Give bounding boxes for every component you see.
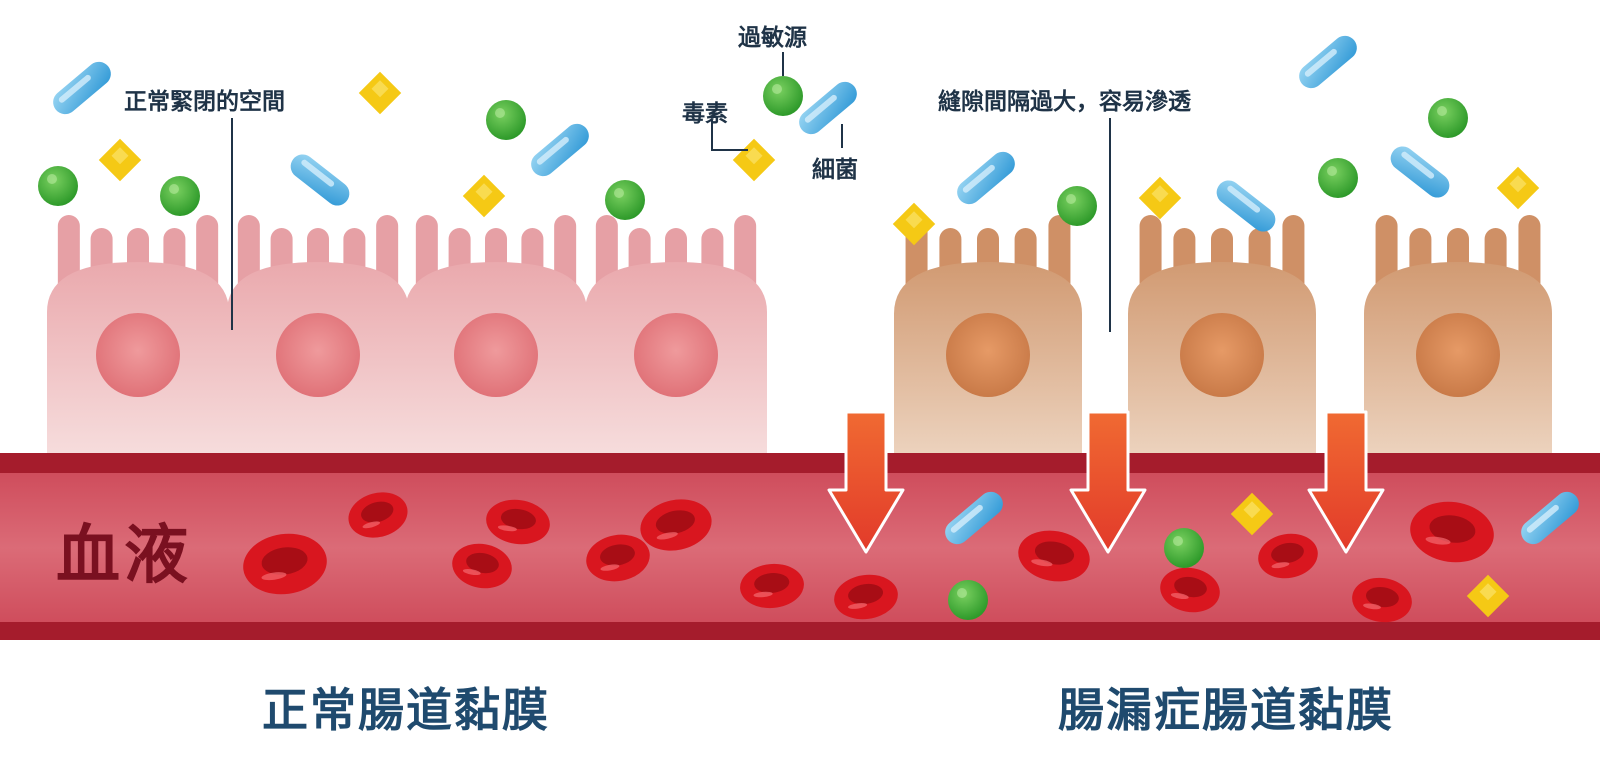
leaky-cell [1128,215,1316,453]
leaky-gap-label: 縫隙間隔過大，容易滲透 [938,89,1191,115]
allergen-label: 過敏源 [738,25,807,51]
cell-nucleus [454,313,538,397]
allergen-icon [1057,186,1097,226]
allergen-icon [1164,528,1204,568]
leaky-title: 腸漏症腸道黏膜 [1058,683,1394,737]
red-blood-cell [1410,501,1494,563]
cell-nucleus [946,313,1030,397]
leaky-mucosa-cells [894,215,1552,453]
allergen-icon [1318,158,1358,198]
red-blood-cell [740,563,804,609]
red-blood-cell [1160,567,1220,613]
allergen-icon [38,166,78,206]
normal-title: 正常腸道黏膜 [262,683,550,737]
normal-cell [47,215,229,453]
leader-lines [231,52,1111,332]
toxin-icon [1138,176,1182,220]
bacteria-icon [945,491,1003,545]
bacteria-icon [53,61,111,115]
red-blood-cell [348,492,408,538]
normal-cell [585,215,767,453]
normal-cell [227,215,409,453]
red-blood-cell [1018,530,1090,582]
bacteria-icon [290,154,350,206]
normal-mucosa-cells [47,215,767,453]
red-blood-cells [243,492,1494,623]
normal-gap-label: 正常緊閉的空間 [124,89,285,115]
cell-nucleus [276,313,360,397]
bacteria-label: 細菌 [812,157,858,183]
bacteria-icon [799,81,857,135]
toxin-icon [1466,574,1510,618]
bacteria-icon [1299,35,1357,89]
allergen-icon [605,180,645,220]
down-arrow-icon [1307,410,1385,554]
cell-nucleus [96,313,180,397]
red-blood-cell [586,534,650,582]
toxin-label: 毒素 [682,101,728,127]
allergen-icon [486,100,526,140]
normal-cell [405,215,587,453]
allergen-icon [763,76,803,116]
red-blood-cell [243,533,327,595]
red-blood-cell [1352,577,1412,623]
toxin-icon [462,174,506,218]
toxin-icon [732,138,776,182]
toxin-icon [1230,492,1274,536]
cell-nucleus [1416,313,1500,397]
toxin-icon [98,138,142,182]
red-blood-cell [452,543,512,589]
toxin-icon [892,202,936,246]
bacteria-icon [957,151,1015,205]
red-blood-cell [834,574,898,620]
red-blood-cell [1258,533,1318,579]
allergen-icon [1428,98,1468,138]
blood-label: 血液 [56,519,192,593]
cell-nucleus [1180,313,1264,397]
leaky-cell [1364,215,1552,453]
leaky-cell [894,215,1082,453]
particles [38,35,1579,620]
red-blood-cell [640,499,712,551]
bacteria-icon [531,123,589,177]
down-arrow-icon [1069,410,1147,554]
allergen-icon [948,580,988,620]
leak-arrows [827,410,1385,554]
bacteria-icon [1216,180,1276,232]
cell-nucleus [634,313,718,397]
red-blood-cell [486,499,550,545]
down-arrow-icon [827,410,905,554]
toxin-icon [358,71,402,115]
bacteria-icon [1390,146,1450,198]
bacteria-icon [1521,491,1579,545]
allergen-icon [160,176,200,216]
toxin-icon [1496,166,1540,210]
